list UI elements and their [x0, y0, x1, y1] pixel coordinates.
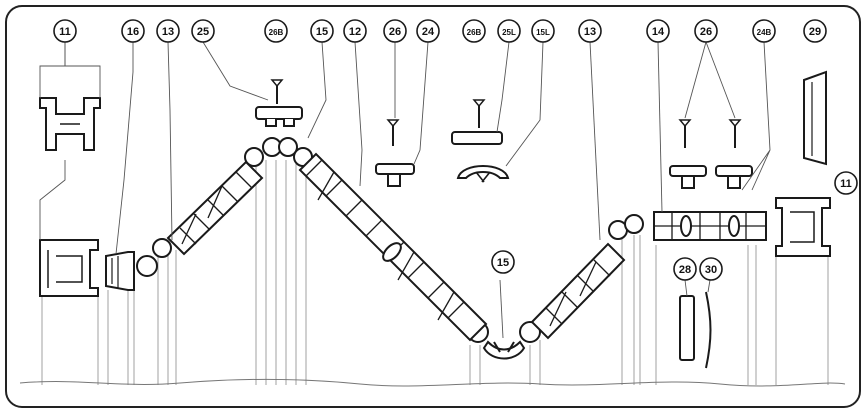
- callout-circle: [53, 19, 77, 43]
- part-29: [803, 70, 827, 166]
- callout-circle: [699, 257, 723, 281]
- cap-25L: [451, 99, 503, 145]
- callout-label: 29: [809, 26, 821, 38]
- callout-label: 25: [197, 26, 209, 38]
- callout-label: 24B: [757, 28, 772, 37]
- callout-circle: [694, 19, 718, 43]
- callout-label: 26: [700, 26, 712, 38]
- callout-label: 12: [349, 26, 361, 38]
- callout-c26b: 26: [694, 19, 718, 43]
- callout-circle: [646, 19, 670, 43]
- callout-c15a: 15: [310, 19, 334, 43]
- callout-c14: 14: [646, 19, 670, 43]
- callout-label: 13: [162, 26, 174, 38]
- callout-c13a: 13: [156, 19, 180, 43]
- leader-lines: [39, 41, 771, 339]
- callout-c30: 30: [699, 257, 723, 281]
- callout-circle: [383, 19, 407, 43]
- callout-label: 26B: [269, 28, 284, 37]
- callout-label: 30: [705, 264, 717, 276]
- callout-c26a: 26: [383, 19, 407, 43]
- callout-circle: [121, 19, 145, 43]
- callout-label: 14: [652, 26, 665, 38]
- callout-label: 15L: [536, 28, 550, 37]
- screw-26-mid: [386, 119, 400, 146]
- callout-c11b: 11: [834, 171, 858, 195]
- callout-c26Bb: 26B: [462, 19, 486, 43]
- callout-circle: [156, 19, 180, 43]
- callout-c13b: 13: [578, 19, 602, 43]
- callout-circle: [497, 19, 521, 43]
- part-30: [705, 291, 712, 369]
- callout-c15b: 15: [491, 250, 515, 274]
- callout-c16: 16: [121, 19, 145, 43]
- callout-label: 16: [127, 26, 139, 38]
- callout-label: 11: [840, 178, 852, 190]
- callout-label: 15: [497, 257, 509, 269]
- callout-circle: [343, 19, 367, 43]
- callout-c29: 29: [803, 19, 827, 43]
- screw-26B-left: [270, 79, 284, 104]
- callout-circle: [310, 19, 334, 43]
- callout-circle: [462, 19, 486, 43]
- callout-label: 28: [679, 264, 691, 276]
- callout-label: 26: [389, 26, 401, 38]
- connector-16: [105, 251, 135, 291]
- callout-circle: [191, 19, 215, 43]
- callout-label: 24: [422, 26, 435, 38]
- caps-24B: [669, 165, 753, 189]
- callout-label: 11: [59, 26, 71, 38]
- end-post-left: [39, 239, 99, 297]
- cap-25: [255, 106, 303, 127]
- screws-26-right: [678, 119, 742, 148]
- callout-c24: 24: [416, 19, 440, 43]
- callout-circle: [834, 171, 858, 195]
- connector-15L: [456, 165, 510, 183]
- panel-14: [653, 211, 767, 241]
- callout-c15L: 15L: [531, 19, 555, 43]
- hinge-circles: [136, 137, 644, 343]
- callout-circle: [578, 19, 602, 43]
- callout-circle: [752, 19, 776, 43]
- callout-circle: [264, 19, 288, 43]
- callout-c28: 28: [673, 257, 697, 281]
- callout-label: 26B: [467, 28, 482, 37]
- end-post-right: [775, 197, 831, 257]
- callout-c11a: 11: [53, 19, 77, 43]
- callout-c25L: 25L: [497, 19, 521, 43]
- panel-13-right: [530, 242, 626, 340]
- callout-circle: [673, 257, 697, 281]
- part-28: [679, 295, 695, 361]
- panel-12: [298, 152, 488, 342]
- callout-c25: 25: [191, 19, 215, 43]
- callout-c24B: 24B: [752, 19, 776, 43]
- callout-label: 25L: [502, 28, 516, 37]
- cap-24: [375, 163, 415, 187]
- callout-label: 15: [316, 26, 328, 38]
- diagram-frame: [5, 5, 861, 408]
- connector-15-bottom: [482, 340, 526, 360]
- callout-circle: [491, 250, 515, 274]
- callout-group: 11 16 13 25 26B 15 12 26 24 26B 25L 15L 13 14 26 24B 29 1…: [53, 19, 858, 281]
- ground-line: [19, 378, 846, 387]
- panel-13-left: [166, 160, 264, 256]
- callout-label: 13: [584, 26, 596, 38]
- callout-c12: 12: [343, 19, 367, 43]
- post-lines: [41, 160, 829, 385]
- callout-circle: [803, 19, 827, 43]
- end-post-profile-top: [39, 97, 101, 151]
- callout-circle: [531, 19, 555, 43]
- callout-c26Ba: 26B: [264, 19, 288, 43]
- callout-circle: [416, 19, 440, 43]
